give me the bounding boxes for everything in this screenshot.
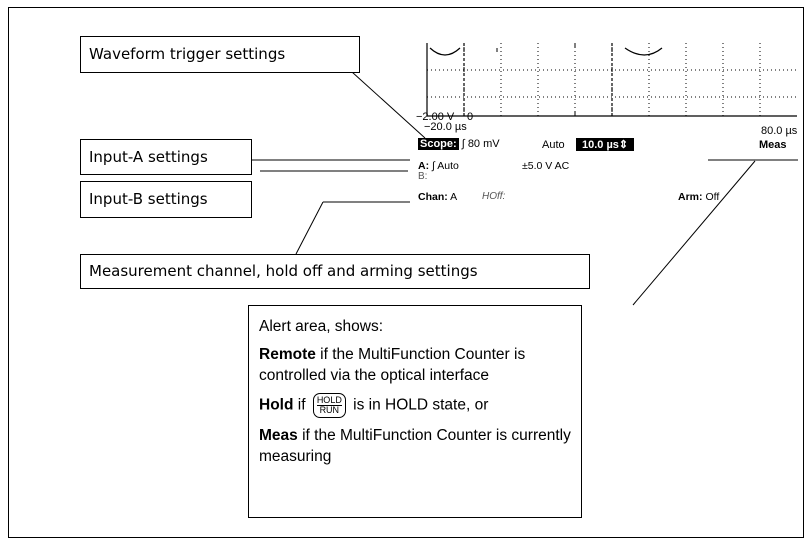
a-range: ±5.0 V AC xyxy=(522,160,570,172)
key-bottom-label: RUN xyxy=(316,405,342,415)
arm-label: Arm: xyxy=(678,191,703,203)
alert-value: Meas xyxy=(759,139,787,151)
alert-intro: Alert area, shows: xyxy=(259,318,384,335)
input-b-label: Input-B settings xyxy=(89,190,208,208)
hold-word: Hold xyxy=(259,396,294,414)
input-a-label: Input-A settings xyxy=(89,147,208,166)
alert-meas: Meas if the MultiFunction Counter is cur… xyxy=(259,425,571,467)
measurement-label: Measurement channel, hold off and arming… xyxy=(89,262,478,280)
mode-label: Auto xyxy=(542,139,565,151)
chan-row: Chan: A xyxy=(418,191,457,203)
remote-text: if the MultiFunction Counter is controll… xyxy=(259,346,526,384)
scope-label: Scope: xyxy=(418,138,459,150)
scope-status-row: Scope: ∫ 80 mV xyxy=(418,138,500,150)
trigger-settings-callout: Waveform trigger settings xyxy=(80,36,360,73)
a-label: A: xyxy=(418,160,430,172)
b-label: B: xyxy=(418,171,428,182)
meas-text: if the MultiFunction Counter is currentl… xyxy=(259,427,571,465)
x-end-label: 80.0 µs xyxy=(761,125,798,137)
chan-value: A xyxy=(450,191,458,203)
alert-remote: Remote if the MultiFunction Counter is c… xyxy=(259,344,571,386)
measurement-callout: Measurement channel, hold off and arming… xyxy=(80,254,590,289)
chan-label: Chan: xyxy=(418,191,448,203)
input-a-row: A: ∫ Auto xyxy=(418,160,459,172)
waveform-graticule xyxy=(426,43,797,117)
x-zero-mark: 0 xyxy=(467,111,474,123)
y-bottom-label: −2.00 V xyxy=(416,111,455,123)
hold-if: if xyxy=(293,396,310,414)
trigger-settings-label: Waveform trigger settings xyxy=(89,45,286,63)
key-top-label: HOLD xyxy=(316,395,342,405)
input-b-callout: Input-B settings xyxy=(80,181,252,218)
timebase-value: 10.0 µs⇕ xyxy=(576,138,635,151)
meas-word: Meas xyxy=(259,427,298,444)
arm-value: Off xyxy=(705,191,720,203)
trigger-value: ∫ 80 mV xyxy=(461,138,500,150)
remote-word: Remote xyxy=(259,346,316,363)
leader-lines xyxy=(252,71,798,306)
hold-text: is in HOLD state, or xyxy=(348,396,489,414)
alert-area-callout: Alert area, shows: Remote if the MultiFu… xyxy=(248,305,582,518)
figure-frame xyxy=(8,7,804,538)
a-trigger: ∫ Auto xyxy=(432,160,459,172)
input-a-callout: Input-A settings xyxy=(80,139,252,175)
holdoff-label: HOff: xyxy=(482,191,506,202)
x-start-label: −20.0 µs xyxy=(424,121,467,133)
arm-row: Arm: Off xyxy=(678,191,719,203)
